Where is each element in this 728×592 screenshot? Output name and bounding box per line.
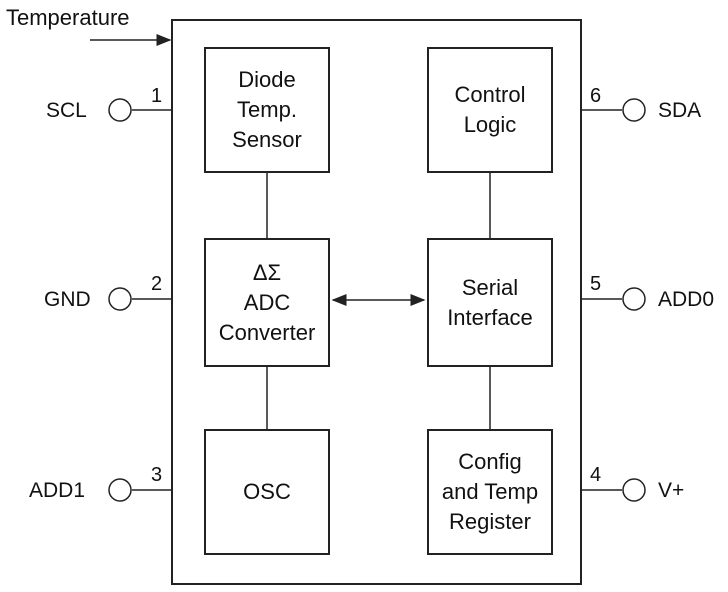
block-line: Converter <box>218 319 316 345</box>
block-line: Temp. <box>237 97 297 122</box>
pin-gnd-label: GND <box>44 288 91 311</box>
block-line: Register <box>449 509 531 534</box>
block-line: OSC <box>243 479 291 504</box>
block-line: Logic <box>463 112 517 137</box>
pin-vplus-number: 4 <box>590 464 602 486</box>
serial-interface-block: Serial Interface <box>427 238 553 367</box>
config-temp-register-block: Config and Temp Register <box>427 429 553 555</box>
pin-scl-circle <box>108 98 132 122</box>
pin-add0-label: ADD0 <box>658 288 715 311</box>
pin-gnd-number: 2 <box>151 273 163 295</box>
block-line: Sensor <box>232 127 302 152</box>
pin-add0-circle <box>622 287 646 311</box>
diode-temp-sensor-block: Diode Temp. Sensor <box>204 47 330 173</box>
pin-vplus-label: V+ <box>658 479 685 502</box>
chip-outline <box>171 19 582 585</box>
pin-add1-circle <box>108 478 132 502</box>
pin-scl-label: SCL <box>46 99 87 122</box>
pin-vplus-circle <box>622 478 646 502</box>
adc-converter-block: ΔΣ ADC Converter <box>204 238 330 367</box>
pin-add1-label: ADD1 <box>29 479 86 502</box>
pin-sda-circle <box>622 98 646 122</box>
pin-sda-number: 6 <box>590 85 602 107</box>
block-line: Interface <box>447 304 533 330</box>
control-logic-block: Control Logic <box>427 47 553 173</box>
pin-sda-label: SDA <box>658 99 702 122</box>
block-line: ΔΣ <box>252 259 282 285</box>
temperature-label: Temperature <box>6 5 130 30</box>
block-line: and Temp <box>441 479 539 504</box>
osc-block: OSC <box>204 429 330 555</box>
block-line: Config <box>458 449 522 474</box>
pin-gnd-circle <box>108 287 132 311</box>
pin-scl-number: 1 <box>151 85 163 107</box>
block-line: Control <box>454 82 526 107</box>
block-line: Serial <box>461 274 519 300</box>
pin-add0-number: 5 <box>590 273 602 295</box>
block-line: Diode <box>238 67 296 92</box>
block-line: ADC <box>243 289 291 315</box>
pin-add1-number: 3 <box>151 464 163 486</box>
